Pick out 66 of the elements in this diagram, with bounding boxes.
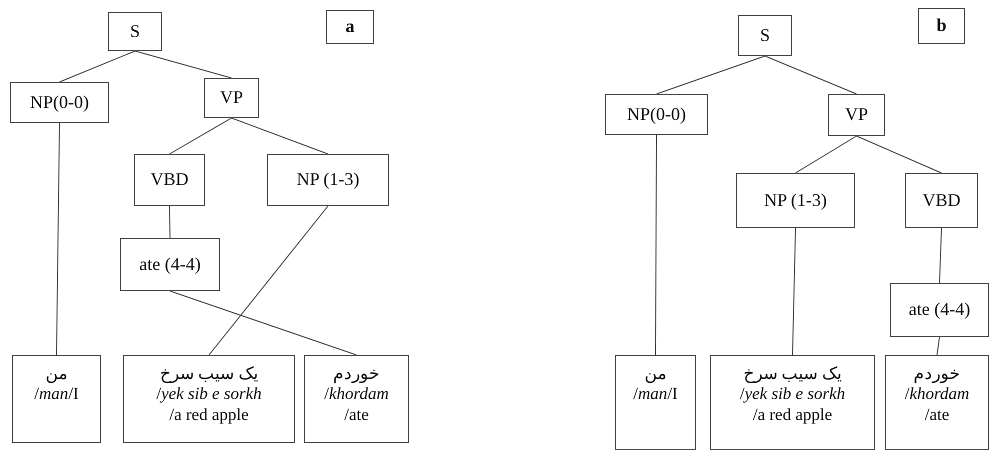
tree-node-box [905,173,978,228]
gloss-text: /khordam [324,384,389,405]
panel-label-box [326,10,374,44]
tree-node-box [120,238,220,291]
persian-word: یک سیب سرخ [743,364,842,384]
node-label: VBD [150,169,188,191]
tree-branch-line [231,118,328,154]
tree-node-box [736,173,855,228]
gloss-text: /man/I [34,384,79,405]
node-label: NP(0-0) [627,104,686,126]
tree-branch-line [59,50,136,82]
word-box [615,355,696,450]
node-label: S [760,24,770,46]
gloss-text: /ate [924,404,950,426]
gloss-text: /khordam [904,384,970,405]
tree-node-box [738,15,792,56]
persian-word: من [46,364,68,384]
word-box [885,355,989,450]
word-box [12,355,101,443]
tree-node-box [267,154,389,206]
tree-branch-line [936,336,940,356]
tree-branch-line [764,56,857,94]
word-box [123,355,295,443]
node-label: NP(0-0) [30,92,89,114]
gloss-text: /a red apple [169,404,249,426]
tree-node-box [134,154,205,206]
node-label: b [936,15,946,37]
tree-branch-line [792,228,796,356]
persian-word: من [644,364,666,384]
tree-branch-line [656,56,766,94]
persian-word: یک سیب سرخ [160,364,258,384]
node-label: VBD [922,190,960,212]
tree-branch-line [134,50,232,78]
tree-branch-line [208,206,328,356]
tree-node-box [828,94,885,136]
node-label: a [346,16,354,38]
gloss-text: /a red apple [752,404,832,426]
word-box [710,355,875,450]
tree-node-box [605,94,708,135]
tree-branch-line [795,136,857,174]
tree-branch-line [170,290,357,356]
tree-branch-line [655,134,657,356]
node-label: VP [844,104,868,126]
node-label: VP [220,87,243,109]
tree-node-box [10,82,109,123]
word-box [304,355,409,443]
gloss-text: /yek sib e sorkh [740,384,846,405]
tree-branch-line [169,118,232,154]
persian-word: خوردم [333,364,380,384]
node-label: NP (1-3) [296,169,360,191]
tree-node-box [204,78,259,118]
tree-branch-line [939,228,942,284]
tree-branch-line [56,122,60,356]
tree-node-box [890,283,989,337]
persian-word: خوردم [914,364,960,384]
node-label: NP (1-3) [764,190,827,212]
gloss-text: /ate [344,404,369,426]
tree-branch-line [169,206,170,238]
node-label: ate (4-4) [139,254,201,276]
tree-node-box [108,12,162,51]
node-label: S [130,20,140,42]
gloss-text: /yek sib e sorkh [156,384,262,405]
node-label: ate (4-4) [908,299,970,321]
gloss-text: /man/I [633,384,678,405]
panel-label-box [918,8,965,44]
tree-branch-line [856,136,942,174]
